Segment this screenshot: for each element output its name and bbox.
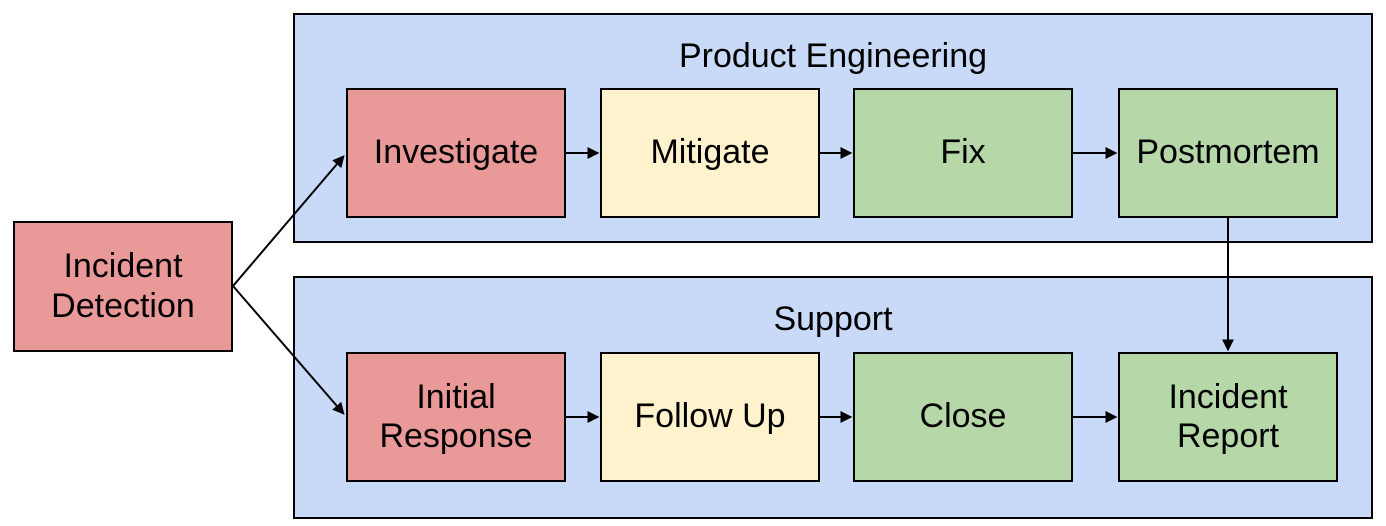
node-mitigate: Mitigate	[600, 88, 820, 218]
lane-title-support: Support	[773, 300, 893, 338]
node-investigate: Investigate	[346, 88, 566, 218]
node-incident-report: Incident Report	[1118, 352, 1338, 482]
node-incident-detection: Incident Detection	[13, 221, 233, 352]
node-postmortem: Postmortem	[1118, 88, 1338, 218]
node-follow-up: Follow Up	[600, 352, 820, 482]
node-fix: Fix	[853, 88, 1073, 218]
lane-title-product-engineering: Product Engineering	[678, 37, 988, 75]
node-initial-response: Initial Response	[346, 352, 566, 482]
node-close: Close	[853, 352, 1073, 482]
